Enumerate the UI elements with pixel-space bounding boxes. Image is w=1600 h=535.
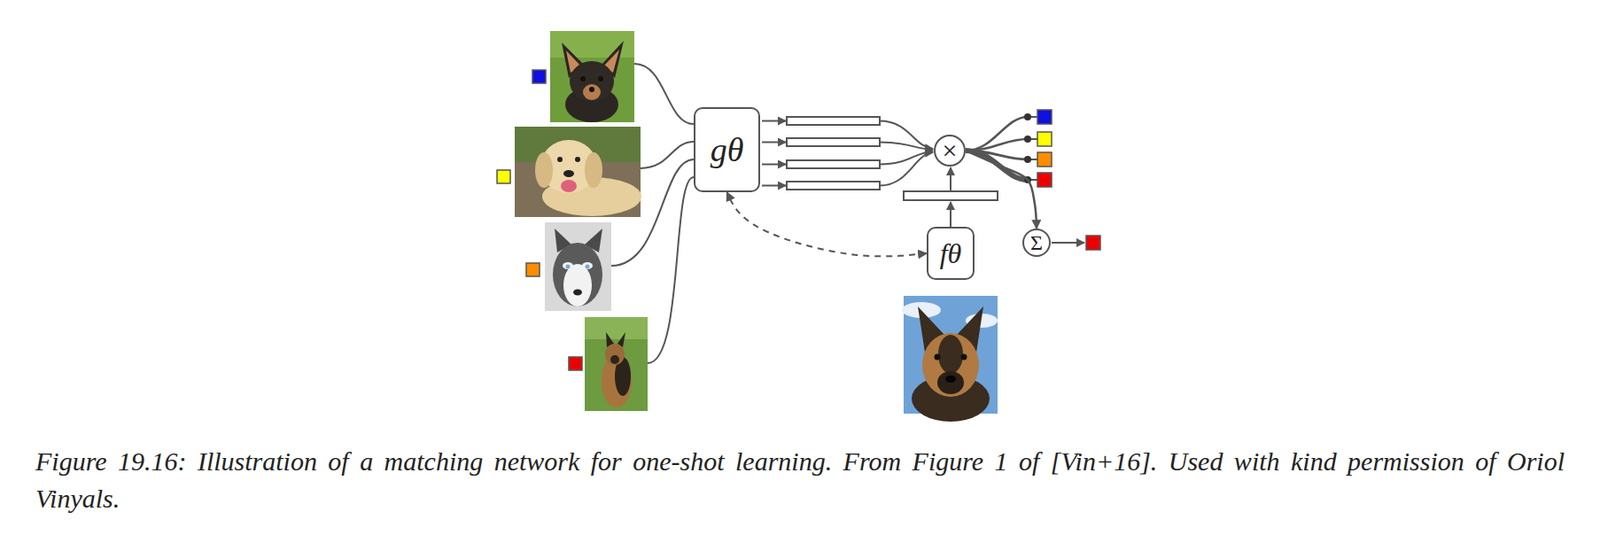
attention-dot xyxy=(1024,113,1032,121)
input-wires xyxy=(611,63,694,364)
output-arrow xyxy=(1051,241,1085,244)
dog-head xyxy=(922,333,979,397)
dog-muzzle xyxy=(582,84,601,101)
merge-wires xyxy=(879,121,933,187)
attention-dot xyxy=(1024,135,1032,143)
input-wire xyxy=(640,141,694,169)
attention-wires xyxy=(965,116,1038,180)
class-swatch xyxy=(1037,132,1052,147)
sum-circle: Σ xyxy=(1022,228,1051,257)
support-image xyxy=(544,222,612,311)
attention-wire xyxy=(965,139,1028,151)
embedding-bar xyxy=(786,181,880,190)
dog-nose xyxy=(945,375,956,383)
dog-face xyxy=(582,262,593,270)
ground xyxy=(514,126,641,218)
attention-wire xyxy=(965,116,1028,151)
input-wire xyxy=(647,177,694,364)
dog-ear xyxy=(535,152,553,188)
embedding-arrow xyxy=(761,163,786,166)
embedding-bar xyxy=(786,160,880,169)
merge-wire xyxy=(879,151,933,165)
dog-eye xyxy=(585,264,591,270)
embedding-bar xyxy=(786,116,880,125)
dog-eye xyxy=(574,156,581,163)
node-label: fθ xyxy=(939,239,963,268)
embedding-function-box: fθ xyxy=(926,226,975,280)
connector xyxy=(965,150,1037,229)
dog-eye xyxy=(598,76,604,82)
node-label: gθ xyxy=(710,132,745,167)
ground xyxy=(544,222,612,311)
figure-caption: Figure 19.16: Illustration of a matching… xyxy=(35,442,1565,518)
product-circle xyxy=(934,135,965,166)
sum-circle xyxy=(1023,229,1050,257)
dog-body xyxy=(911,375,990,422)
dog-head xyxy=(605,343,625,366)
product-circle: × xyxy=(933,134,966,167)
class-swatch xyxy=(526,263,540,277)
support-image xyxy=(514,126,642,218)
query-arrow xyxy=(949,167,952,191)
support-image xyxy=(550,31,635,123)
merge-wire xyxy=(879,121,933,150)
dog-tongue xyxy=(560,179,577,193)
class-swatch xyxy=(532,69,546,84)
node-label: Σ xyxy=(1030,232,1043,254)
dog-nose xyxy=(573,289,583,296)
attention-dots xyxy=(1024,113,1032,184)
dog-mask xyxy=(938,334,964,374)
dog-body xyxy=(601,354,632,408)
embedding-arrow xyxy=(761,141,786,144)
embedding-bar xyxy=(786,138,880,147)
dog-eye xyxy=(934,354,941,361)
dog-face xyxy=(562,262,574,270)
embedding-arrow xyxy=(761,120,786,123)
merge-wire xyxy=(879,142,933,151)
dog-face xyxy=(563,264,592,307)
embedding-function-box: gθ xyxy=(693,107,761,193)
dog-head xyxy=(552,242,603,307)
dog-nose xyxy=(589,86,595,93)
dog-eye xyxy=(557,156,563,163)
grass-ground xyxy=(584,317,648,412)
class-swatch xyxy=(1037,109,1052,125)
merge-wire xyxy=(879,152,933,187)
dog-head xyxy=(569,61,614,102)
attention-dot xyxy=(1024,155,1032,164)
dog-nose xyxy=(563,170,575,178)
embedding-arrows xyxy=(761,121,786,187)
node-label: × xyxy=(942,137,958,164)
support-image xyxy=(584,317,648,412)
dog-ear xyxy=(584,152,603,188)
dog-eye xyxy=(961,354,968,361)
embedding-bars xyxy=(786,116,880,190)
embedding-arrow xyxy=(761,185,786,187)
query-arrow xyxy=(949,201,952,227)
grass-ground xyxy=(584,317,648,340)
dog-muzzle xyxy=(937,371,964,395)
dashed-connector xyxy=(727,192,928,257)
class-swatch xyxy=(1037,152,1052,167)
dog-muzzle xyxy=(610,355,620,365)
class-swatch xyxy=(1086,235,1101,250)
dog-eye xyxy=(566,264,571,270)
class-swatch xyxy=(568,357,583,371)
class-swatch xyxy=(497,170,511,184)
query-image xyxy=(901,295,998,422)
query-bar xyxy=(903,191,998,201)
class-swatch xyxy=(1037,172,1052,187)
input-wire xyxy=(634,63,694,125)
dog-eye xyxy=(580,76,586,82)
grass-ground xyxy=(550,31,635,123)
